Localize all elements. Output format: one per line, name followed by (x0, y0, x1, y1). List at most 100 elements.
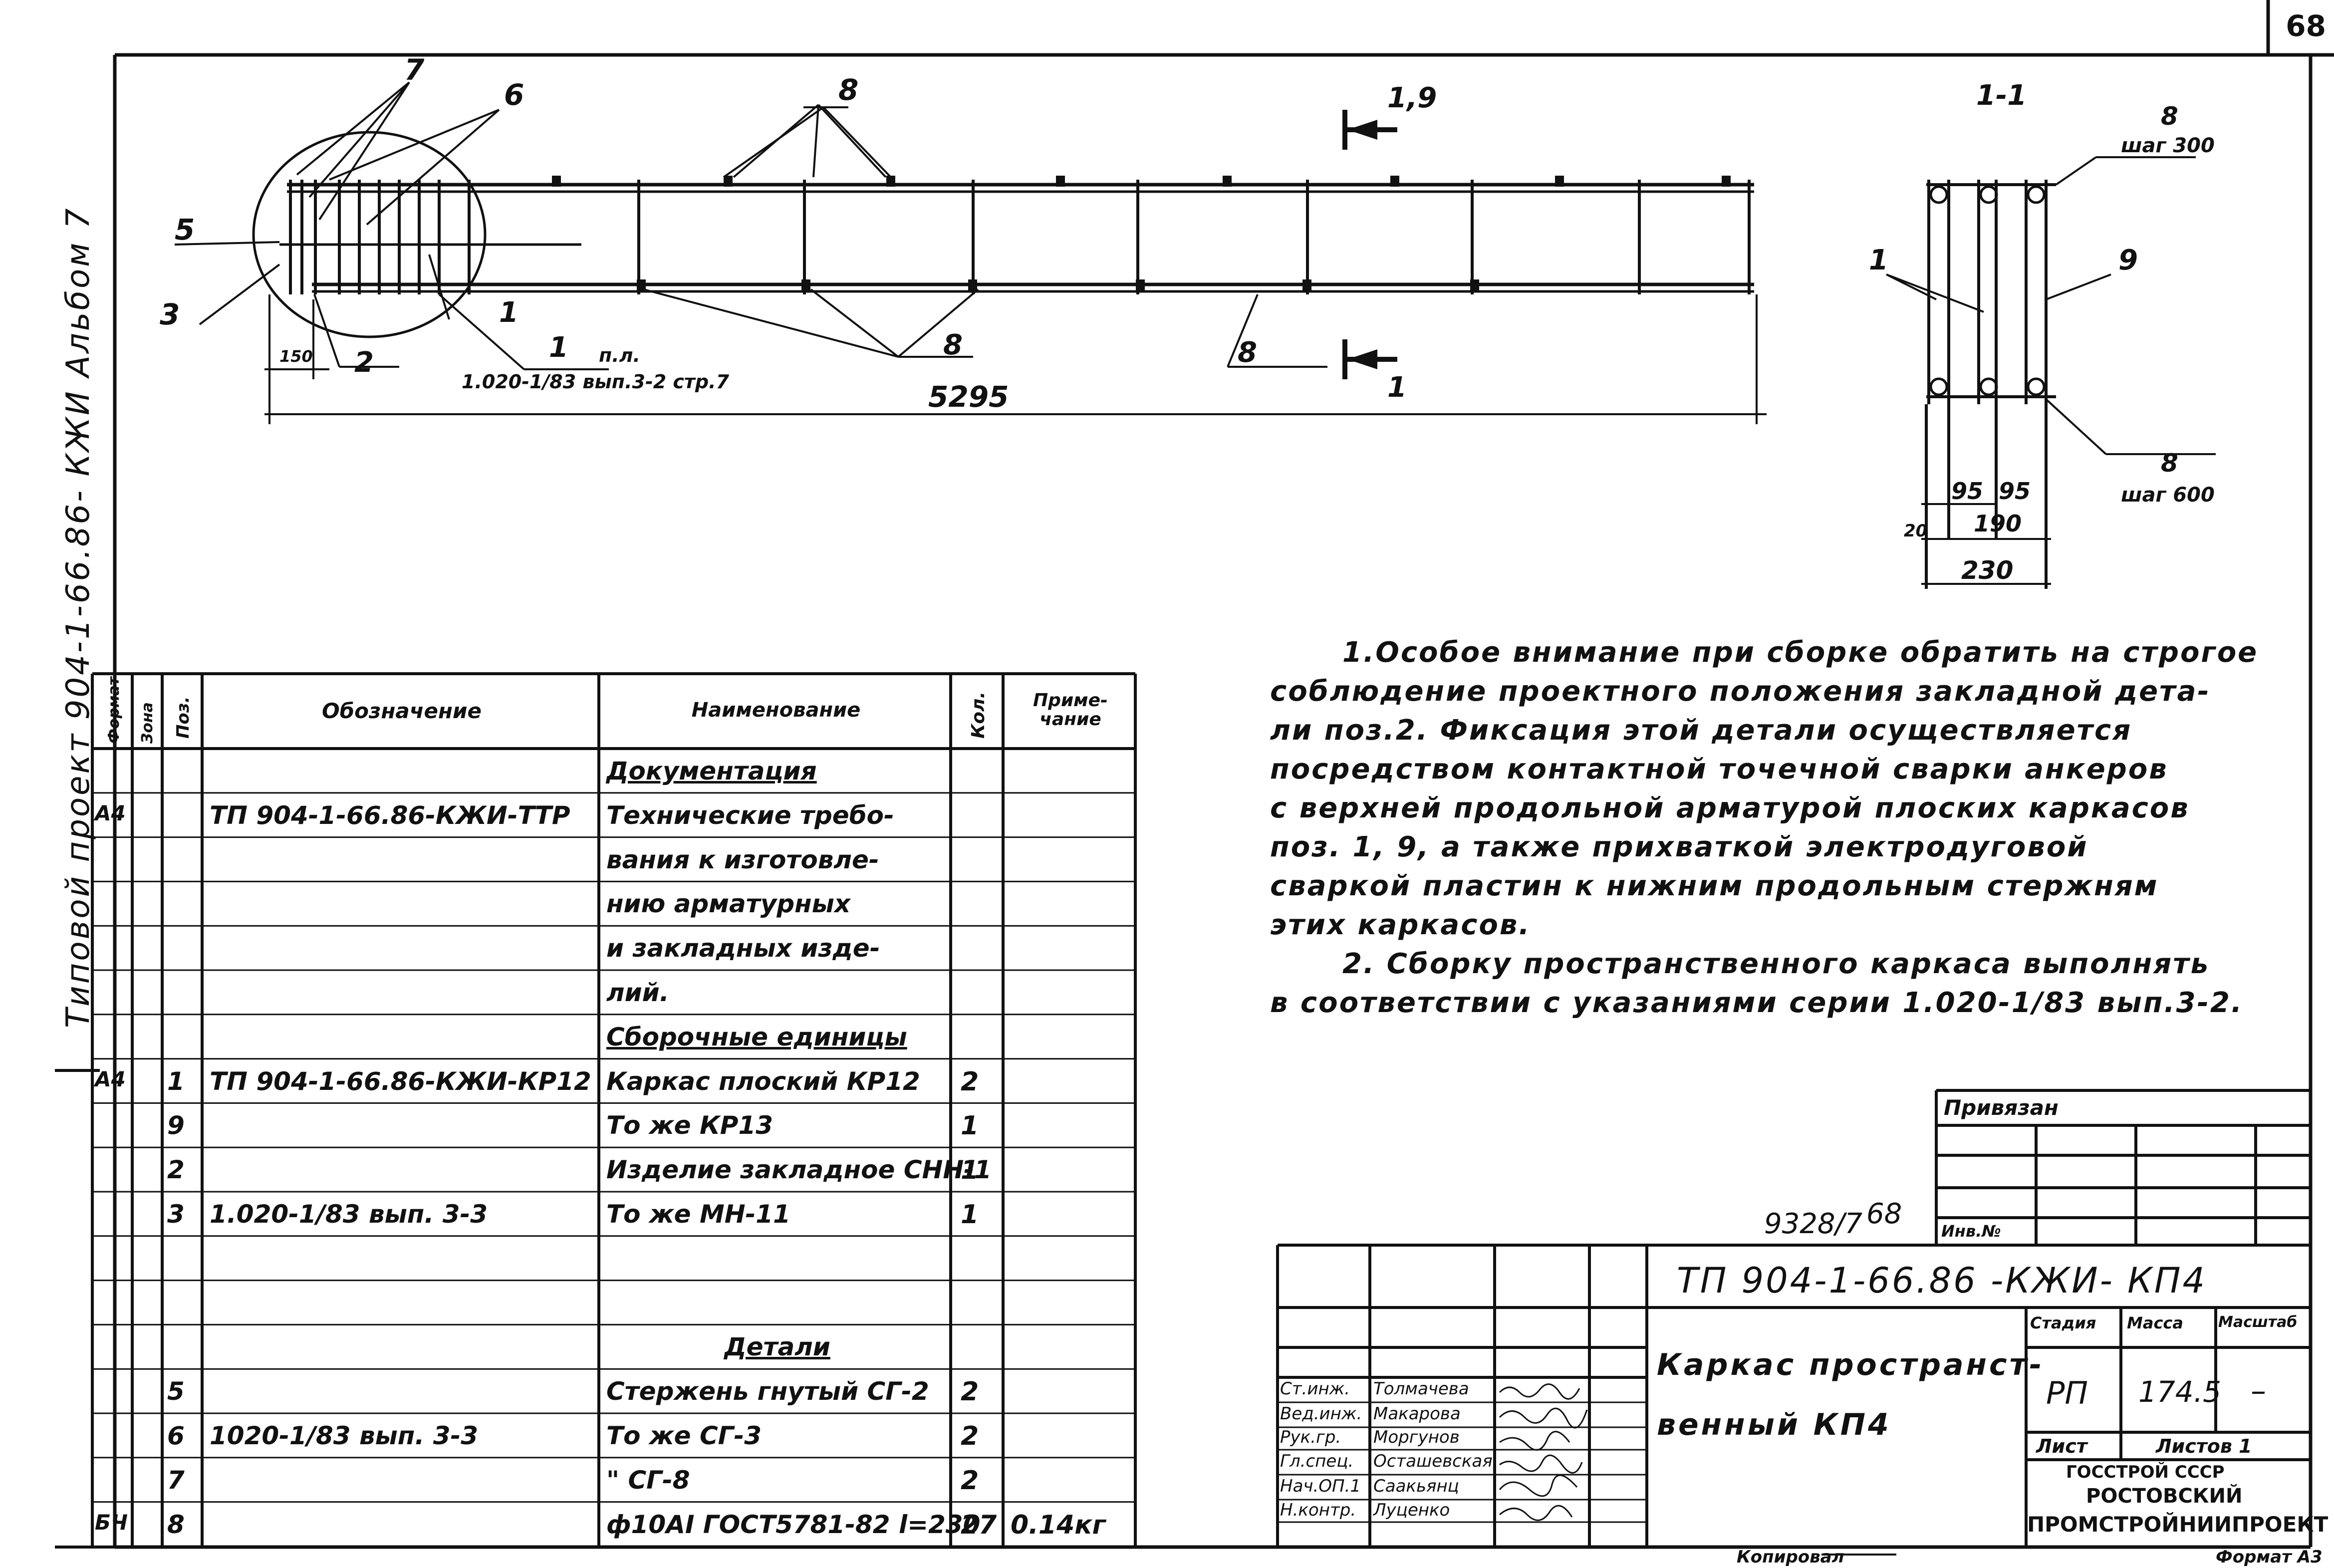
signatures (1499, 1383, 1588, 1521)
spec-cell-qty: 2 (961, 1377, 979, 1407)
spec-cell-format: А4 (95, 800, 126, 825)
spec-cell-qty: 27 (961, 1510, 997, 1540)
stamp-code: ТП 904-1-66.86 -КЖИ- КП4 (1677, 1260, 2207, 1301)
stamp-person-name: Макарова (1373, 1404, 1461, 1424)
spec-cell-designation: ТП 904-1-66.86-КЖИ-ТТР (210, 800, 570, 830)
stamp-stage: РП (2046, 1375, 2088, 1411)
spec-cell-name: То же КР13 (606, 1111, 774, 1140)
stamp-scale: – (2251, 1372, 2266, 1409)
dim-20: 20 (1904, 521, 1927, 541)
spec-cell-pos: 1 (167, 1066, 185, 1096)
spec-cell-name: Стержень гнутый СГ-2 (606, 1377, 929, 1406)
stamp-person-name: Осташевская (1373, 1451, 1493, 1471)
spec-header-name: Наименование (691, 699, 861, 722)
dim-230: 230 (1961, 556, 2013, 585)
dim-150: 150 (279, 347, 313, 366)
spec-header-format: Формат (105, 676, 123, 744)
callout-1-9: 8 (1238, 336, 1257, 369)
spec-cell-format: А4 (95, 1066, 126, 1091)
title-block-grid (1276, 1089, 2311, 1547)
stamp-person-role: Н.контр. (1280, 1500, 1356, 1520)
section-step-top: шаг 300 (2121, 134, 2215, 157)
spec-cell-designation: ТП 904-1-66.86-КЖИ-КР12 (210, 1066, 591, 1096)
section-mark-bottom: 1 (1387, 371, 1407, 404)
elevation-view (279, 180, 1754, 294)
leader-lines (174, 81, 1327, 370)
spec-cell-qty: 2 (961, 1066, 979, 1097)
spec-cell-designation: 1.020-1/83 вып. 3-3 (210, 1200, 488, 1229)
stamp-person-role: Гл.спец. (1280, 1451, 1354, 1471)
ref-line-1: п.л. (599, 344, 640, 366)
note-line: соблюдение проектного положения закладно… (1270, 675, 2211, 708)
callout-8-mid: 1 (499, 296, 519, 329)
note-line: 2. Сборку пространственного каркаса выпо… (1342, 948, 2210, 980)
stamp-format: Формат А3 (2216, 1547, 2323, 1567)
bar-markers (552, 176, 1731, 290)
callout-8-bottom: 8 (943, 329, 963, 361)
dimensions-elevation (264, 294, 1767, 424)
spec-cell-name: лий. (606, 978, 669, 1007)
stamp-title-1: Каркас пространст- (1657, 1347, 2045, 1382)
spec-cell-pos: 7 (167, 1465, 185, 1495)
section-leaders (1886, 156, 2216, 585)
spec-header-pos: Поз. (173, 697, 193, 739)
spec-cell-name: нию арматурных (606, 889, 851, 919)
spec-cell-pos: 3 (167, 1200, 185, 1229)
stamp-person-role: Ст.инж. (1280, 1379, 1350, 1399)
callout-6: 6 (504, 78, 524, 112)
spec-cell-qty: 1 (961, 1155, 979, 1186)
stamp-sheets-header: Листов 1 (2156, 1435, 2252, 1457)
stamp-copied: Копировал (1737, 1547, 1844, 1567)
spec-cell-name: Каркас плоский КР12 (606, 1066, 920, 1096)
section-view (1925, 180, 2056, 589)
section-step-bottom: шаг 600 (2121, 484, 2215, 507)
stamp-org-1: ГОССТРОЙ СССР (2066, 1462, 2225, 1482)
spec-cell-name: Детали (724, 1332, 830, 1362)
stamp-privyazan: Привязан (1944, 1095, 2059, 1120)
page-number: 68 (2286, 9, 2326, 43)
spec-cell-name: ф10АI ГОСТ5781-82 l=230 (606, 1510, 981, 1539)
note-line: 1.Особое внимание при сборке обратить на… (1342, 636, 2259, 669)
section-arrows (1347, 120, 1377, 369)
callout-2: 2 (354, 346, 374, 379)
spec-cell-format: БЧ (95, 1510, 128, 1535)
note-line: сваркой пластин к нижним продольным стер… (1270, 870, 2159, 902)
stamp-inv-no: Инв.№ (1941, 1222, 2001, 1241)
spec-row-lines (92, 792, 1135, 1547)
spec-cell-note: 0.14кг (1011, 1510, 1106, 1540)
spec-cell-qty: 2 (961, 1465, 979, 1496)
section-bars (1929, 185, 2046, 396)
spec-cell-pos: 8 (167, 1510, 185, 1539)
callout-1-elev: 1 (549, 331, 568, 364)
callout-8-top: 8 (838, 73, 858, 107)
ref-line-2: 1.020-1/83 вып.3-2 стр.7 (462, 371, 730, 393)
stamp-person-role: Нач.ОП.1 (1280, 1476, 1361, 1496)
spec-cell-qty: 2 (961, 1421, 979, 1451)
stamp-stage-header: Стадия (2030, 1313, 2096, 1332)
spec-cell-designation: 1020-1/83 вып. 3-3 (210, 1421, 479, 1450)
dim-190: 190 (1974, 510, 2022, 537)
spec-cell-name: Изделие закладное СНН-1 (606, 1155, 992, 1185)
stamp-person-name: Толмачева (1373, 1379, 1469, 1399)
section-title: 1-1 (1976, 79, 2027, 112)
note-line: ли поз.2. Фиксация этой детали осуществл… (1270, 714, 2132, 747)
detail-circle (252, 131, 487, 338)
note-line: с верхней продольной арматурой плоских к… (1270, 792, 2190, 824)
callout-5: 5 (175, 213, 195, 247)
spec-cell-name: То же МН-11 (606, 1200, 790, 1229)
note-line: поз. 1, 9, а также прихваткой электродуг… (1270, 831, 2088, 863)
section-callout-1: 1 (1869, 244, 1888, 276)
spec-cell-name: Сборочные единицы (606, 1022, 907, 1051)
spec-cell-pos: 9 (167, 1111, 185, 1140)
spec-cell-name: " СГ-8 (606, 1465, 690, 1495)
section-mark-top: 1,9 (1387, 82, 1437, 114)
stamp-mass: 174.5 (2138, 1375, 2222, 1409)
callout-3: 3 (160, 297, 180, 331)
spec-cell-name: То же СГ-3 (606, 1421, 762, 1450)
stamp-org-2: РОСТОВСКИЙ (2086, 1485, 2243, 1508)
section-callout-9: 9 (2118, 244, 2138, 276)
side-title: Типовой проект 904-1-66.86- КЖИ Альбом 7 (60, 206, 97, 1028)
stamp-scale-header: Масштаб (2218, 1313, 2298, 1331)
section-cut-marks (1342, 110, 1397, 379)
note-line: в соответствии с указаниями серии 1.020-… (1270, 987, 2244, 1019)
